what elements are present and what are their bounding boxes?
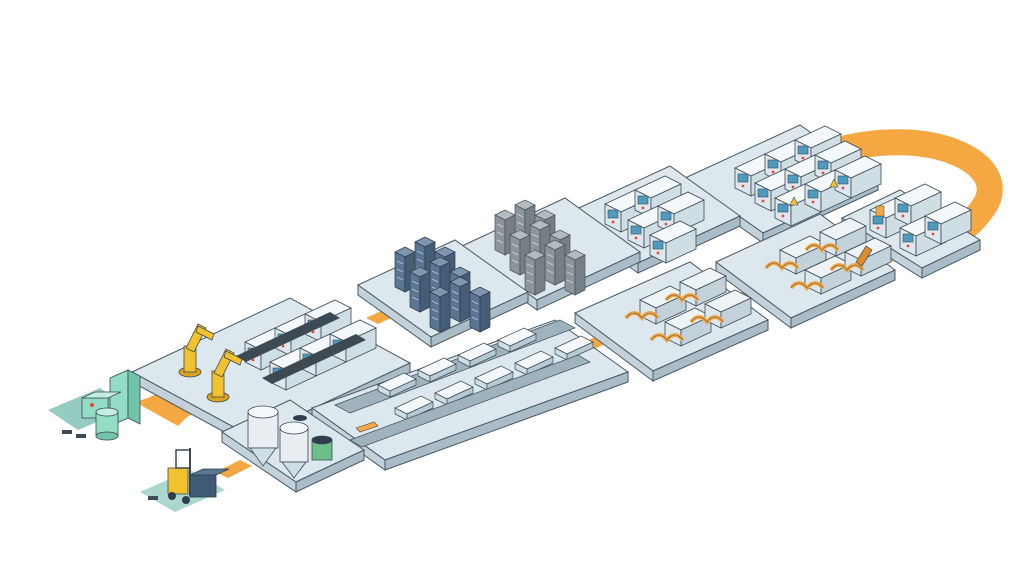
battery-cell-icon	[48, 369, 141, 441]
winding-machine-icon	[764, 216, 893, 296]
robot-arm-icon	[206, 348, 243, 403]
processing-machine-icon	[236, 299, 377, 391]
coating-line-icon	[334, 319, 594, 448]
forklift-icon	[140, 448, 230, 512]
robot-arm-icon	[178, 323, 215, 378]
mixing-tank-icon	[247, 405, 333, 479]
processing-machine-icon	[869, 183, 972, 257]
processing-machine-icon	[734, 125, 882, 227]
